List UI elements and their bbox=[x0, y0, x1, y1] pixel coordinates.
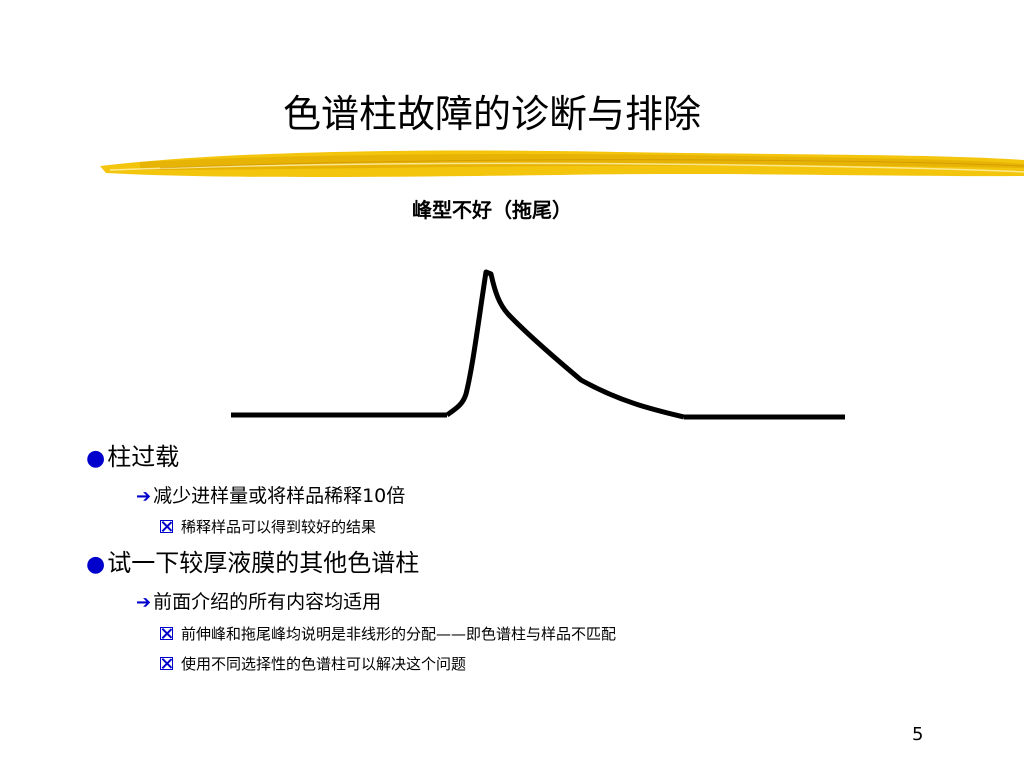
bullet-text: 试一下较厚液膜的其他色谱柱 bbox=[107, 549, 420, 577]
bullet-level1: ●试一下较厚液膜的其他色谱柱 bbox=[86, 546, 419, 582]
bullet-level2: ➔减少进样量或将样品稀释10倍 bbox=[136, 482, 405, 511]
brush-stroke-divider bbox=[100, 150, 1024, 177]
bullet-level2: ➔前面介绍的所有内容均适用 bbox=[136, 588, 381, 617]
arrow-right-icon: ➔ bbox=[136, 486, 152, 507]
tailing-peak-illustration bbox=[231, 269, 845, 420]
page-number: 5 bbox=[912, 724, 924, 745]
bullet-dot-icon: ● bbox=[86, 552, 106, 577]
slide-title: 色谱柱故障的诊断与排除 bbox=[0, 86, 1024, 142]
bullet-text: 使用不同选择性的色谱柱可以解决这个问题 bbox=[181, 655, 467, 673]
tailing-peak-curve bbox=[231, 269, 845, 420]
bullet-text: 减少进样量或将样品稀释10倍 bbox=[153, 485, 406, 507]
bullet-text: 稀释样品可以得到较好的结果 bbox=[181, 518, 377, 536]
slide-title-text: 色谱柱故障的诊断与排除 bbox=[282, 92, 701, 136]
bullet-level3: 使用不同选择性的色谱柱可以解决这个问题 bbox=[160, 653, 466, 675]
peak-subtitle: 峰型不好（拖尾） bbox=[0, 196, 1024, 224]
bullet-text: 前面介绍的所有内容均适用 bbox=[153, 591, 382, 613]
peak-subtitle-text: 峰型不好（拖尾） bbox=[412, 198, 572, 222]
checkbox-x-icon bbox=[160, 627, 173, 640]
bullet-text: 柱过载 bbox=[107, 443, 180, 471]
checkbox-x-icon bbox=[160, 520, 173, 533]
checkbox-x-icon bbox=[160, 657, 173, 670]
arrow-right-icon: ➔ bbox=[136, 592, 152, 613]
bullet-level3: 稀释样品可以得到较好的结果 bbox=[160, 516, 376, 538]
bullet-dot-icon: ● bbox=[86, 446, 106, 471]
bullet-level1: ●柱过载 bbox=[86, 440, 179, 476]
bullet-text: 前伸峰和拖尾峰均说明是非线形的分配——即色谱柱与样品不匹配 bbox=[181, 625, 617, 643]
bullet-level3: 前伸峰和拖尾峰均说明是非线形的分配——即色谱柱与样品不匹配 bbox=[160, 623, 616, 645]
